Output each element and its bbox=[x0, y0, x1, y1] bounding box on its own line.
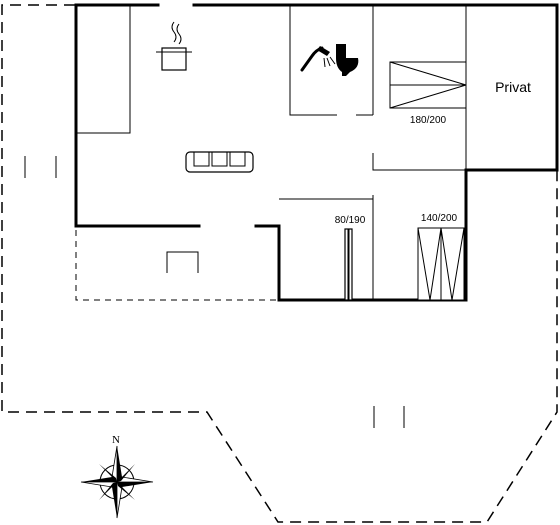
master-bed bbox=[389, 61, 467, 109]
single-bed-size-label: 80/190 bbox=[335, 215, 366, 226]
window-marks bbox=[24, 156, 405, 428]
toilet-icon bbox=[336, 44, 359, 76]
shower-icon bbox=[300, 46, 336, 72]
interior-walls bbox=[76, 5, 467, 300]
single-bed bbox=[344, 228, 353, 301]
exterior-walls bbox=[74, 3, 559, 302]
cooking-pot-icon bbox=[156, 21, 192, 71]
annex-outline bbox=[75, 230, 279, 301]
double-bed-size-label: 140/200 bbox=[421, 213, 458, 224]
master-bed-size-label: 180/200 bbox=[410, 115, 447, 126]
private-room-label: Privat bbox=[495, 79, 531, 95]
compass-north-label: N bbox=[112, 434, 120, 446]
annex-table bbox=[166, 251, 199, 273]
double-bed bbox=[417, 227, 465, 301]
sofa-icon bbox=[185, 151, 254, 173]
compass-rose-icon bbox=[80, 445, 154, 519]
